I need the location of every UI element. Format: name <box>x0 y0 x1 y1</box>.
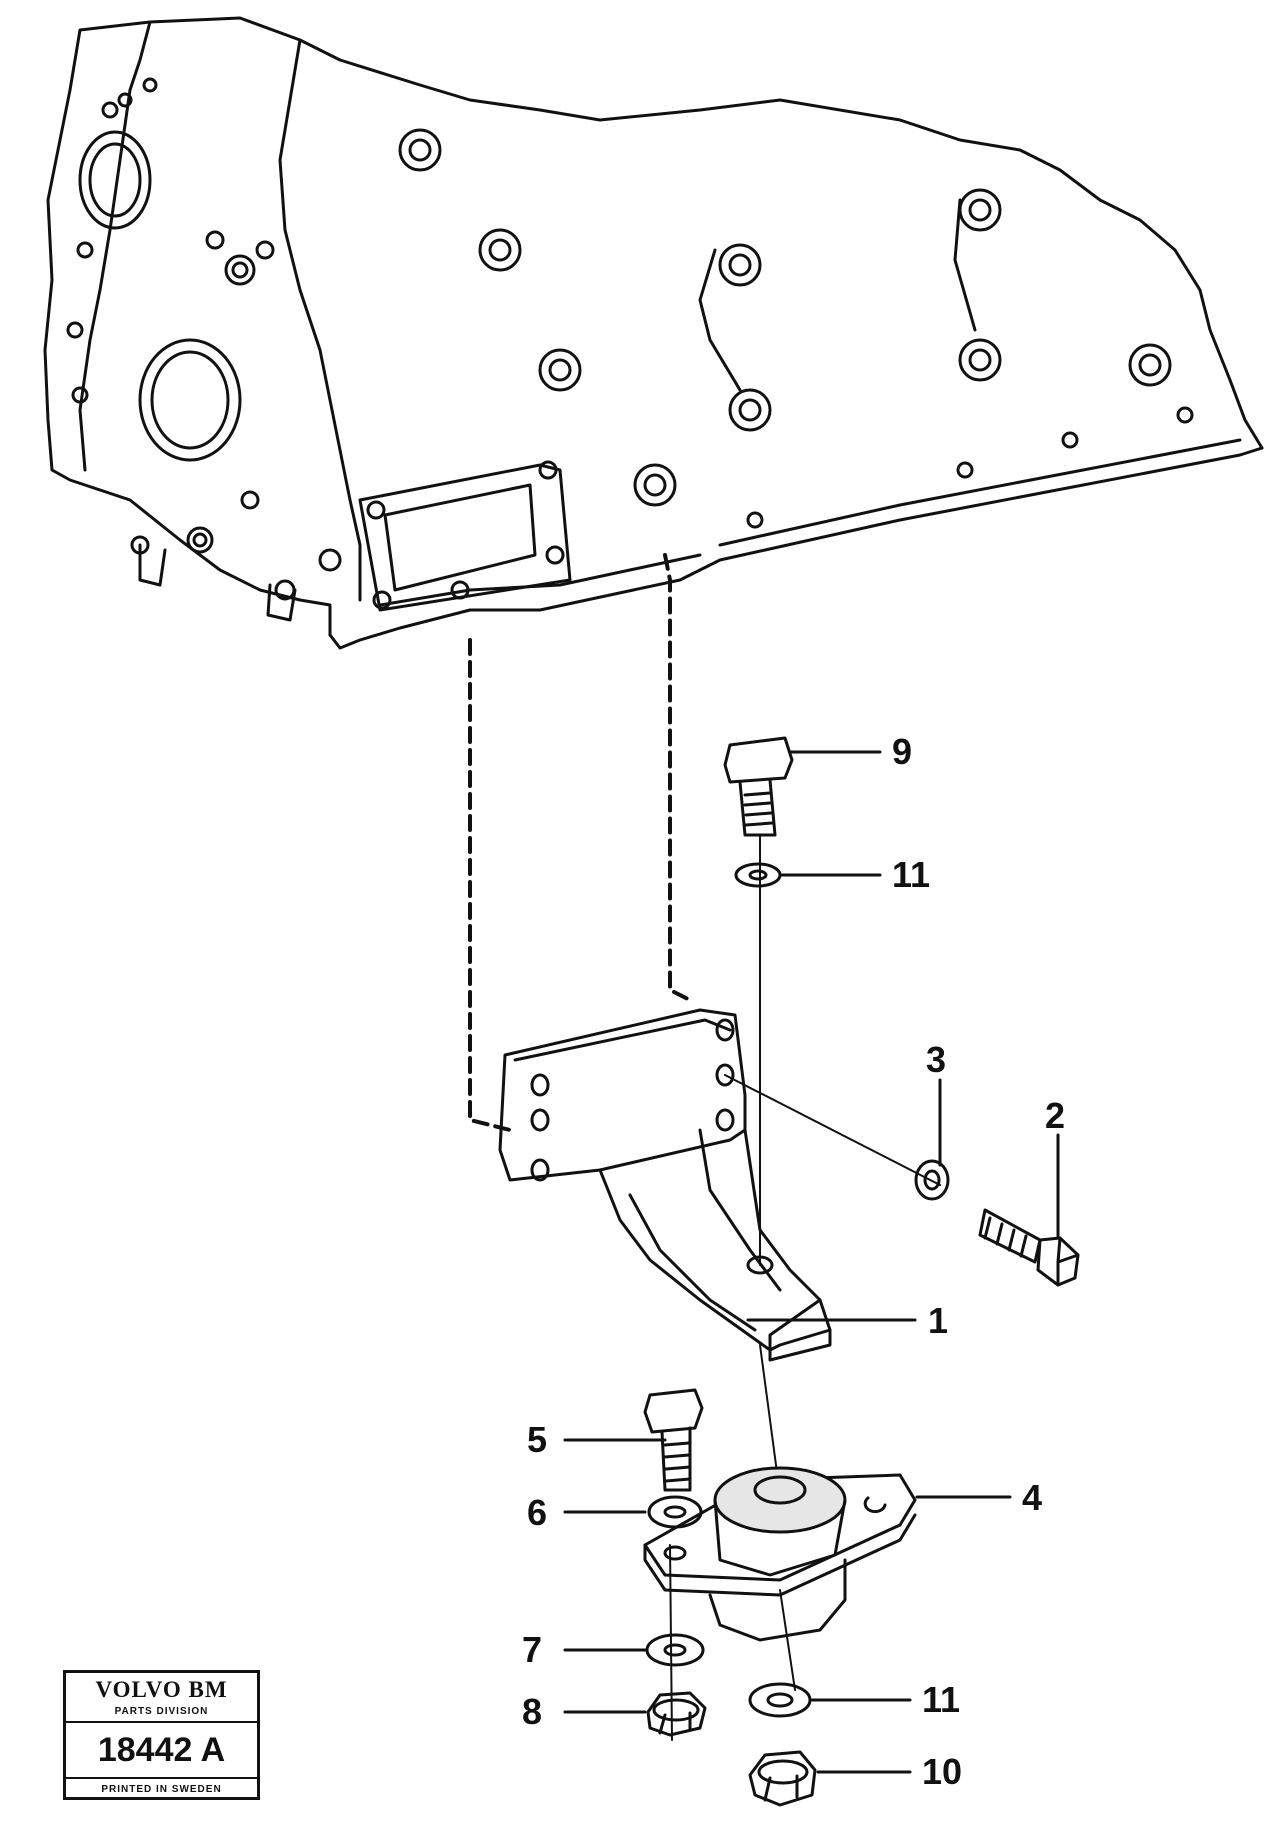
stamp-divider-bottom <box>66 1777 257 1779</box>
block-holes <box>398 128 1172 507</box>
callout-9: 9 <box>892 731 912 772</box>
stamp-division: PARTS DIVISION <box>114 1706 209 1717</box>
nut-10 <box>748 1750 817 1807</box>
stamp-divider-top <box>66 1721 257 1723</box>
washer-7 <box>645 1633 705 1667</box>
volvo-bm-stamp: VOLVO BM PARTS DIVISION 18442 A PRINTED … <box>63 1670 260 1800</box>
callout-labels: 9 11 3 2 1 5 4 6 7 11 8 10 <box>522 731 1065 1792</box>
callout-5: 5 <box>527 1419 547 1460</box>
callout-6: 6 <box>527 1492 547 1533</box>
engine-mounting-bracket <box>498 1008 832 1362</box>
callout-1: 1 <box>928 1300 948 1341</box>
stamp-brand: VOLVO BM <box>95 1677 228 1702</box>
bolt-2 <box>978 1208 1080 1287</box>
bolt-9 <box>723 736 794 837</box>
callout-11-lower: 11 <box>922 1679 960 1720</box>
washer-3 <box>914 1159 950 1201</box>
washer-11-lower <box>748 1682 812 1718</box>
stamp-drawing-number: 18442 A <box>97 1731 226 1769</box>
alignment-guides <box>468 553 692 1132</box>
callout-4: 4 <box>1022 1477 1042 1518</box>
callout-10: 10 <box>922 1751 962 1792</box>
rubber-mount-4 <box>643 1466 917 1642</box>
leader-lines <box>563 750 1060 1774</box>
nut-8 <box>646 1691 707 1737</box>
washer-6 <box>647 1495 703 1529</box>
callout-8: 8 <box>522 1691 542 1732</box>
washer-11-upper <box>734 862 782 888</box>
bolt-5 <box>643 1388 704 1492</box>
callout-3: 3 <box>926 1039 946 1080</box>
stamp-printed-in: PRINTED IN SWEDEN <box>101 1784 222 1795</box>
callout-2: 2 <box>1045 1095 1065 1136</box>
engine-block <box>43 16 1264 650</box>
callout-11-upper: 11 <box>892 854 930 895</box>
center-lines <box>669 834 941 1741</box>
callout-7: 7 <box>522 1629 542 1670</box>
